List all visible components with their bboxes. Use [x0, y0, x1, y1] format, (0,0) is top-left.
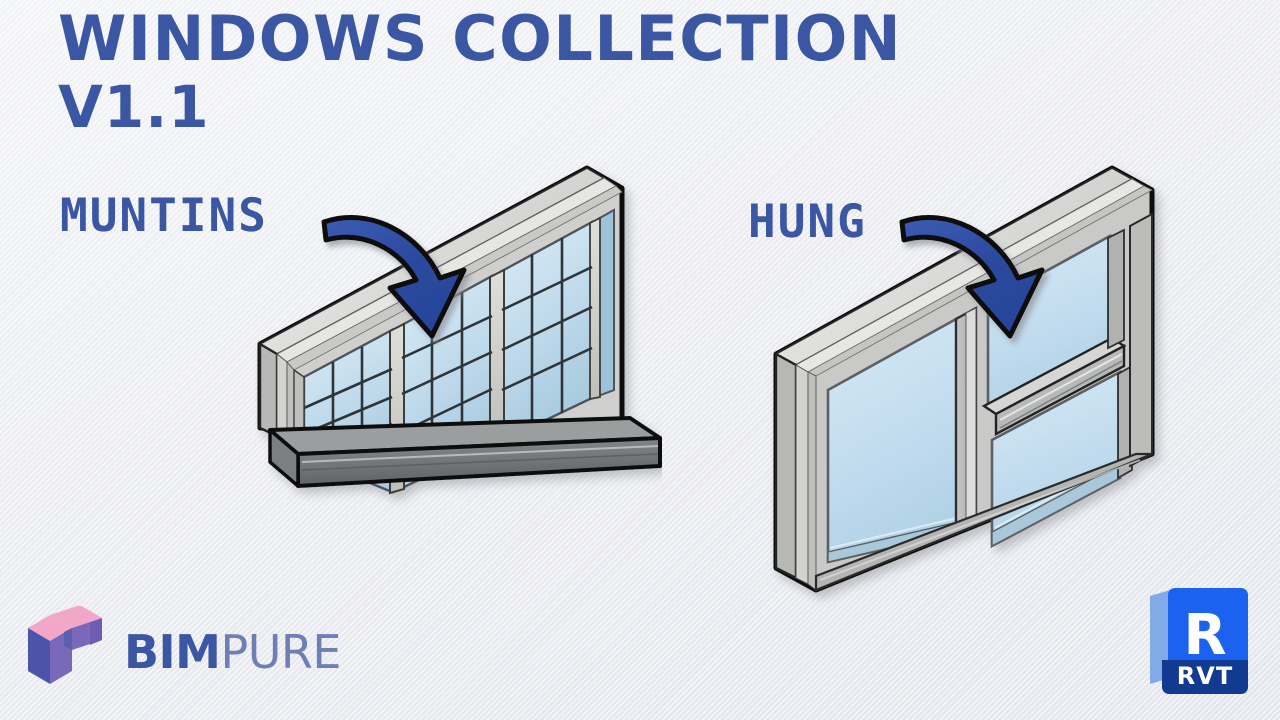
brand-name-light: PURE — [220, 624, 341, 679]
title-block: WINDOWS COLLECTION V1.1 — [58, 2, 903, 141]
revit-rvt-icon[interactable]: R RVT — [1148, 586, 1256, 698]
bimpure-cube-icon — [24, 605, 110, 697]
brand-name-bold: BIM — [124, 624, 221, 679]
brand-wordmark: BIMPURE — [124, 629, 341, 675]
version-title: V1.1 — [58, 73, 210, 141]
callout-label-hung: HUNG — [748, 194, 867, 248]
revit-badge-label: RVT — [1177, 662, 1233, 690]
muntins-window-render — [232, 162, 662, 627]
revit-letter: R — [1183, 603, 1226, 668]
brand-logo[interactable]: BIMPURE — [24, 605, 341, 697]
page-title: WINDOWS COLLECTION — [58, 2, 903, 75]
callout-label-muntins: MUNTINS — [60, 188, 268, 242]
